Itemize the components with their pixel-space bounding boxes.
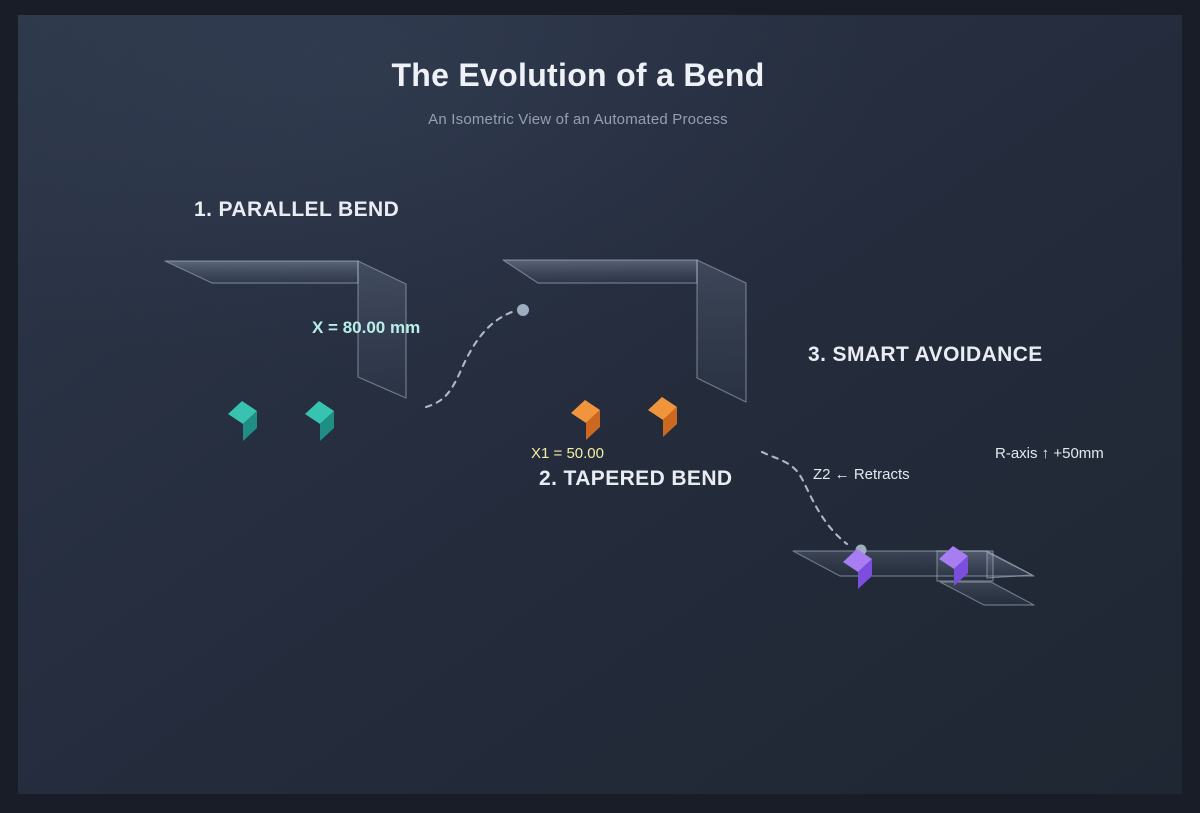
stage-2-heading: 2. TAPERED BEND — [539, 467, 733, 490]
diagram-panel: The Evolution of a Bend An Isometric Vie… — [18, 15, 1182, 794]
stop-front-face — [663, 407, 677, 437]
stage1-stop-2 — [305, 401, 334, 441]
page-title: The Evolution of a Bend — [391, 57, 765, 93]
stop-top-face — [843, 549, 872, 572]
stop-top-face — [305, 401, 334, 424]
stop-front-face — [243, 411, 257, 441]
stop-front-face — [320, 411, 334, 441]
waypoint-dot-1 — [517, 304, 529, 316]
stage1-dimension-label: X = 80.00 mm — [312, 318, 421, 337]
stop-front-face — [586, 410, 600, 440]
stage3-part — [792, 550, 1035, 606]
stage1-part — [164, 260, 407, 399]
stop-front-face — [954, 556, 968, 586]
stage2-bent-flange — [696, 259, 747, 403]
stage-1-heading: 1. PARALLEL BEND — [194, 198, 400, 221]
stage3-upper-wing — [986, 551, 1033, 579]
stage3-raxis-label: R-axis ↑ +50mm — [995, 445, 1104, 462]
stop-top-face — [939, 546, 968, 569]
stop-top-face — [228, 401, 257, 424]
stage1-bent-flange — [357, 260, 407, 399]
stage2-part — [502, 259, 747, 403]
stage3-stop-2 — [939, 546, 968, 586]
stage3-retract-label: Z2 ← Retracts — [813, 466, 910, 483]
motion-path-1 — [424, 310, 514, 409]
stage3-stop-1 — [843, 549, 872, 589]
stage2-top-face — [502, 259, 698, 284]
stage1-top-face — [164, 260, 359, 284]
stop-front-face — [858, 559, 872, 589]
stage2-stop-2 — [648, 397, 677, 437]
stage2-dimension-label: X1 = 50.00 — [531, 445, 604, 462]
motion-path-2 — [760, 450, 849, 546]
stop-top-face — [648, 397, 677, 420]
stop-top-face — [571, 400, 600, 423]
stage1-stop-1 — [228, 401, 257, 441]
stage-3-heading: 3. SMART AVOIDANCE — [808, 343, 1043, 366]
stage2-stop-1 — [571, 400, 600, 440]
isometric-diagram — [164, 259, 1035, 606]
stage3-lower-wing — [939, 581, 1035, 606]
page-subtitle: An Isometric View of an Automated Proces… — [428, 111, 728, 128]
